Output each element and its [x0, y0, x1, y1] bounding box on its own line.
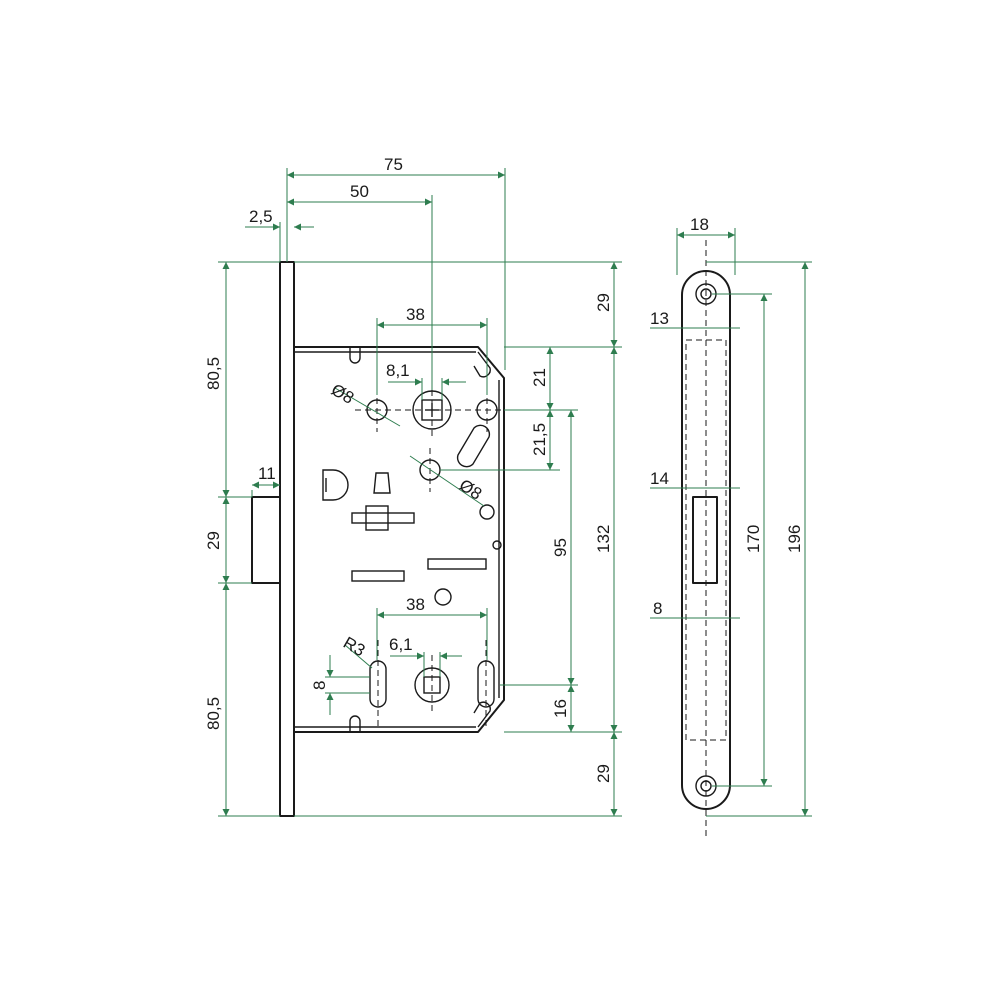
lever-block	[365, 505, 389, 531]
strike-opening	[692, 496, 718, 584]
dim-8-strike: 8	[653, 599, 662, 618]
dim-29-bottom: 29	[594, 764, 613, 783]
dim-21-5: 21,5	[530, 423, 549, 456]
dim-dia8-middle: Ø8	[456, 475, 485, 503]
latch-cam	[322, 469, 349, 501]
oval-slot	[456, 424, 491, 468]
dim-75: 75	[384, 155, 403, 174]
lever-upper	[351, 512, 415, 524]
dim-6-1: 6,1	[389, 635, 413, 654]
dim-170: 170	[744, 525, 763, 553]
lock-case	[294, 346, 505, 733]
dim-18: 18	[690, 215, 709, 234]
dim-21: 21	[530, 368, 549, 387]
dim-80-5-bottom: 80,5	[204, 697, 223, 730]
lever-right	[427, 558, 487, 570]
strike-plate	[681, 240, 731, 840]
dim-8-1: 8,1	[386, 361, 410, 380]
lever-lower	[351, 570, 405, 582]
lock-body	[251, 261, 505, 817]
dim-16: 16	[551, 699, 570, 718]
latch-tongue	[373, 472, 391, 494]
small-dot	[492, 540, 502, 550]
dim-dia8-upper: Ø8	[328, 380, 357, 408]
dimension-lines	[218, 168, 622, 817]
dim-50: 50	[350, 182, 369, 201]
dim-11: 11	[258, 464, 276, 483]
dim-196: 196	[785, 525, 804, 553]
dim-8-slot: 8	[310, 681, 329, 690]
dim-29-top: 29	[594, 293, 613, 312]
bottom-right-hook	[473, 701, 491, 728]
faceplate	[279, 261, 295, 817]
dim-95: 95	[551, 538, 570, 557]
small-pin	[479, 504, 495, 520]
dim-r3: R3	[340, 633, 368, 660]
latch-bolt	[251, 496, 281, 584]
dim-14: 14	[650, 469, 669, 488]
dim-13: 13	[650, 309, 669, 328]
dim-80-5-top: 80,5	[204, 357, 223, 390]
top-right-hook	[473, 351, 491, 378]
top-notch	[349, 347, 361, 364]
strike-plate-outline	[681, 270, 731, 810]
dim-29-latch: 29	[204, 531, 223, 550]
bottom-notch	[349, 715, 361, 732]
center-pin	[434, 588, 452, 606]
dimension-labels: 75 50 2,5 38 8,1 Ø8 Ø8 38 6,1 R3 8 11 80…	[204, 155, 804, 783]
strike-dimension-lines	[650, 228, 812, 817]
dim-38-upper: 38	[406, 305, 425, 324]
centre-lines	[355, 380, 505, 728]
dim-2-5: 2,5	[249, 207, 273, 226]
dim-132: 132	[594, 525, 613, 553]
dim-38-lower: 38	[406, 595, 425, 614]
